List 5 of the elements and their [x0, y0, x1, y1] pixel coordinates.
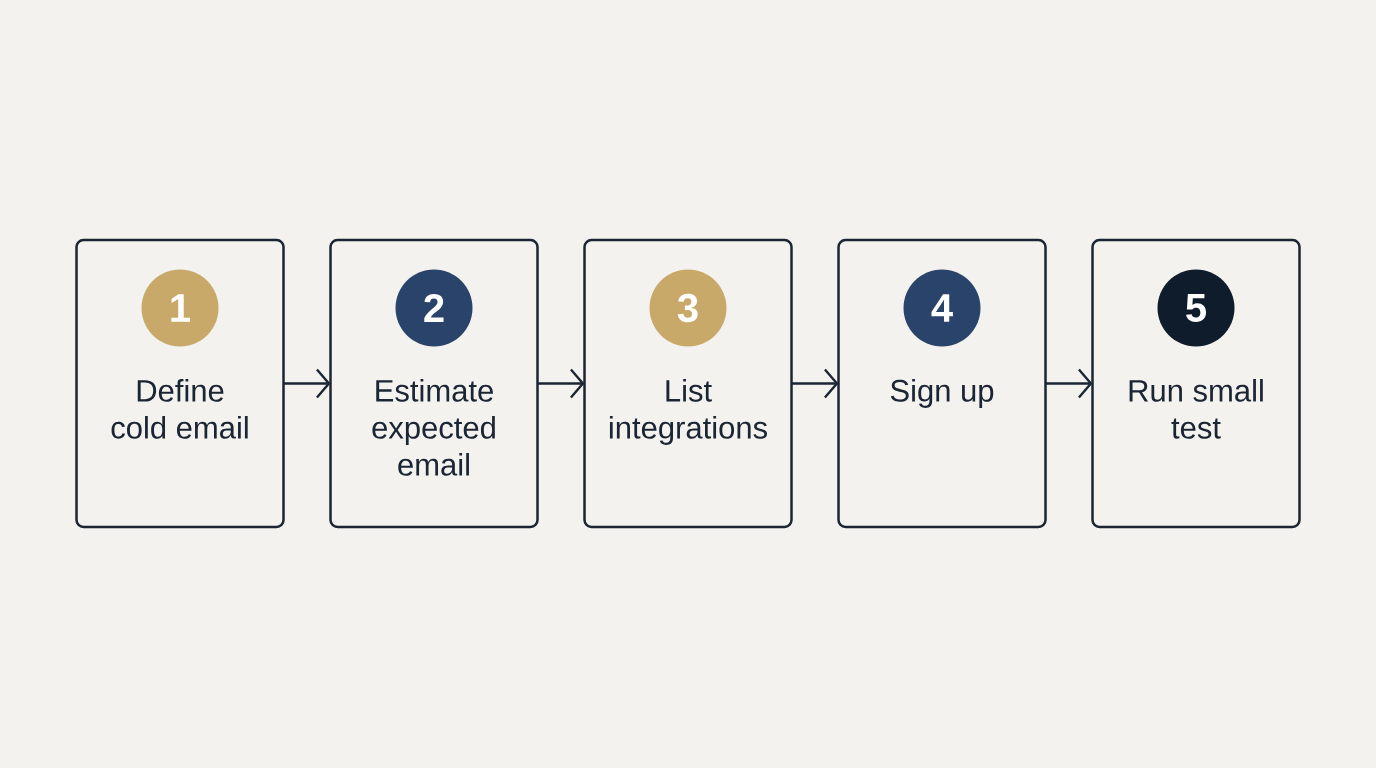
number-badge: 5 — [1157, 269, 1235, 347]
number-badge: 3 — [649, 269, 727, 347]
number-badge: 4 — [903, 269, 981, 347]
number-badge: 1 — [141, 269, 219, 347]
number-badge: 2 — [395, 269, 473, 347]
